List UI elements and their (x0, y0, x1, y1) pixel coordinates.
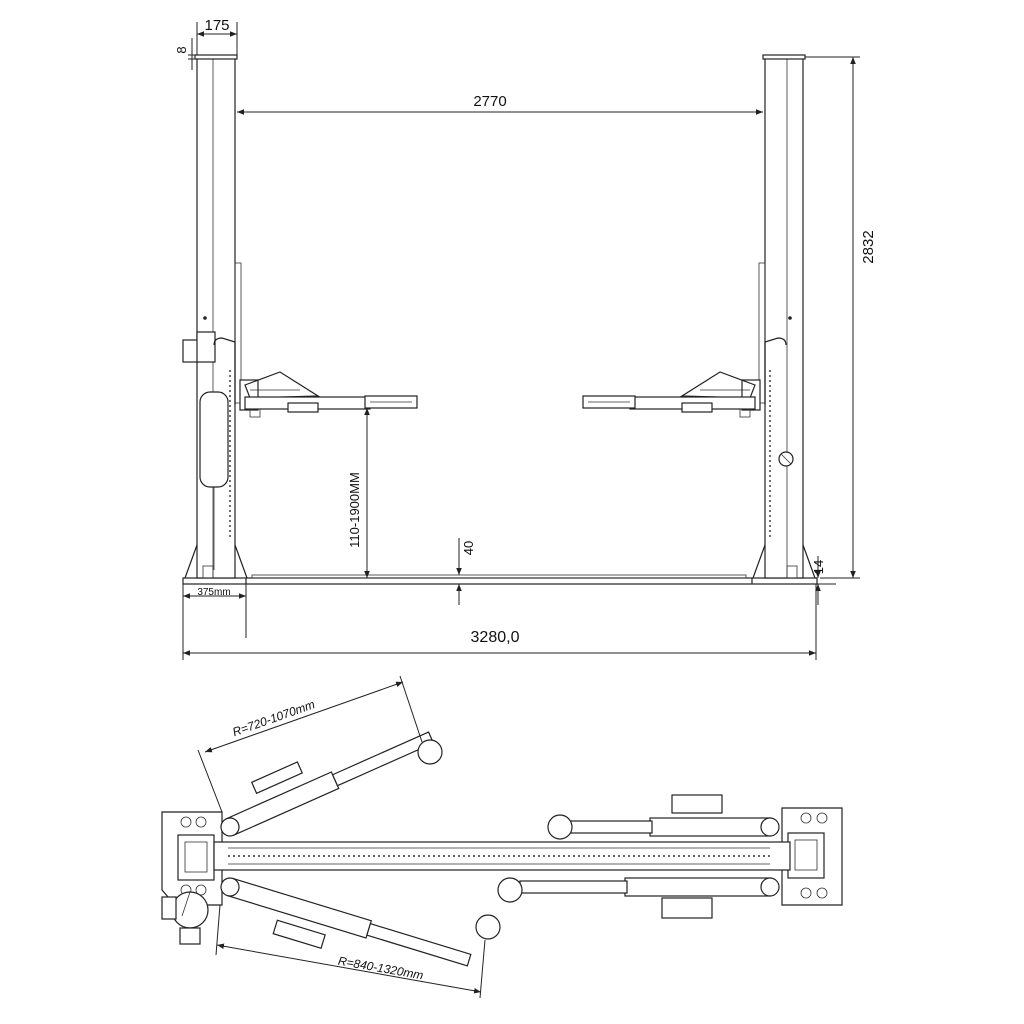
plan-left-long-arm (220, 877, 472, 967)
dim-base-offset-label: 375mm (197, 587, 230, 598)
right-short-arm-pad (547, 814, 573, 840)
dim-short-arm-radius-label: R=720-1070mm (231, 697, 317, 739)
front-elevation: 175 8 2770 2832 110-1900MM (174, 17, 877, 660)
dim-overall-height: 2832 (805, 56, 877, 579)
plan-right-long-arm (519, 877, 780, 919)
dim-overall-width: 3280,0 (182, 584, 817, 660)
dim-long-arm-radius-label: R=840-1320mm (337, 954, 425, 983)
dim-floor-plate-label: 40 (461, 541, 476, 555)
left-long-arm-pad (475, 914, 501, 940)
dim-inner-width: 2770 (237, 93, 763, 115)
plan-left-post (161, 811, 223, 945)
left-short-arm-pad (417, 739, 443, 765)
plan-floor-plate (213, 841, 791, 871)
dim-lift-range: 110-1900MM (347, 408, 370, 578)
dim-base-plate: 14 (811, 556, 836, 605)
left-column (182, 54, 248, 579)
dim-base-offset: 375mm (183, 584, 247, 638)
plan-view: R=720-1070mm R=840-1320mm (161, 675, 843, 999)
dim-inner-width-label: 2770 (473, 93, 506, 110)
floor-base (182, 574, 818, 585)
dim-cap-offset-label: 8 (174, 46, 189, 53)
dim-cap-offset: 8 (174, 38, 197, 70)
dim-column-width: 175 (196, 17, 238, 55)
dim-column-width-label: 175 (204, 17, 229, 34)
plan-left-short-arm (220, 731, 435, 837)
dim-overall-height-label: 2832 (860, 230, 877, 263)
right-long-arm-pad (497, 877, 523, 903)
plan-right-short-arm (569, 794, 780, 837)
plan-right-post (781, 807, 843, 906)
dim-floor-plate: 40 (456, 538, 476, 605)
dim-lift-range-label: 110-1900MM (347, 472, 362, 548)
right-lift-arm (582, 371, 761, 418)
right-column (752, 54, 816, 579)
dim-overall-width-label: 3280,0 (471, 629, 520, 646)
left-lift-arm (239, 371, 418, 418)
dim-base-plate-label: 14 (811, 560, 826, 574)
